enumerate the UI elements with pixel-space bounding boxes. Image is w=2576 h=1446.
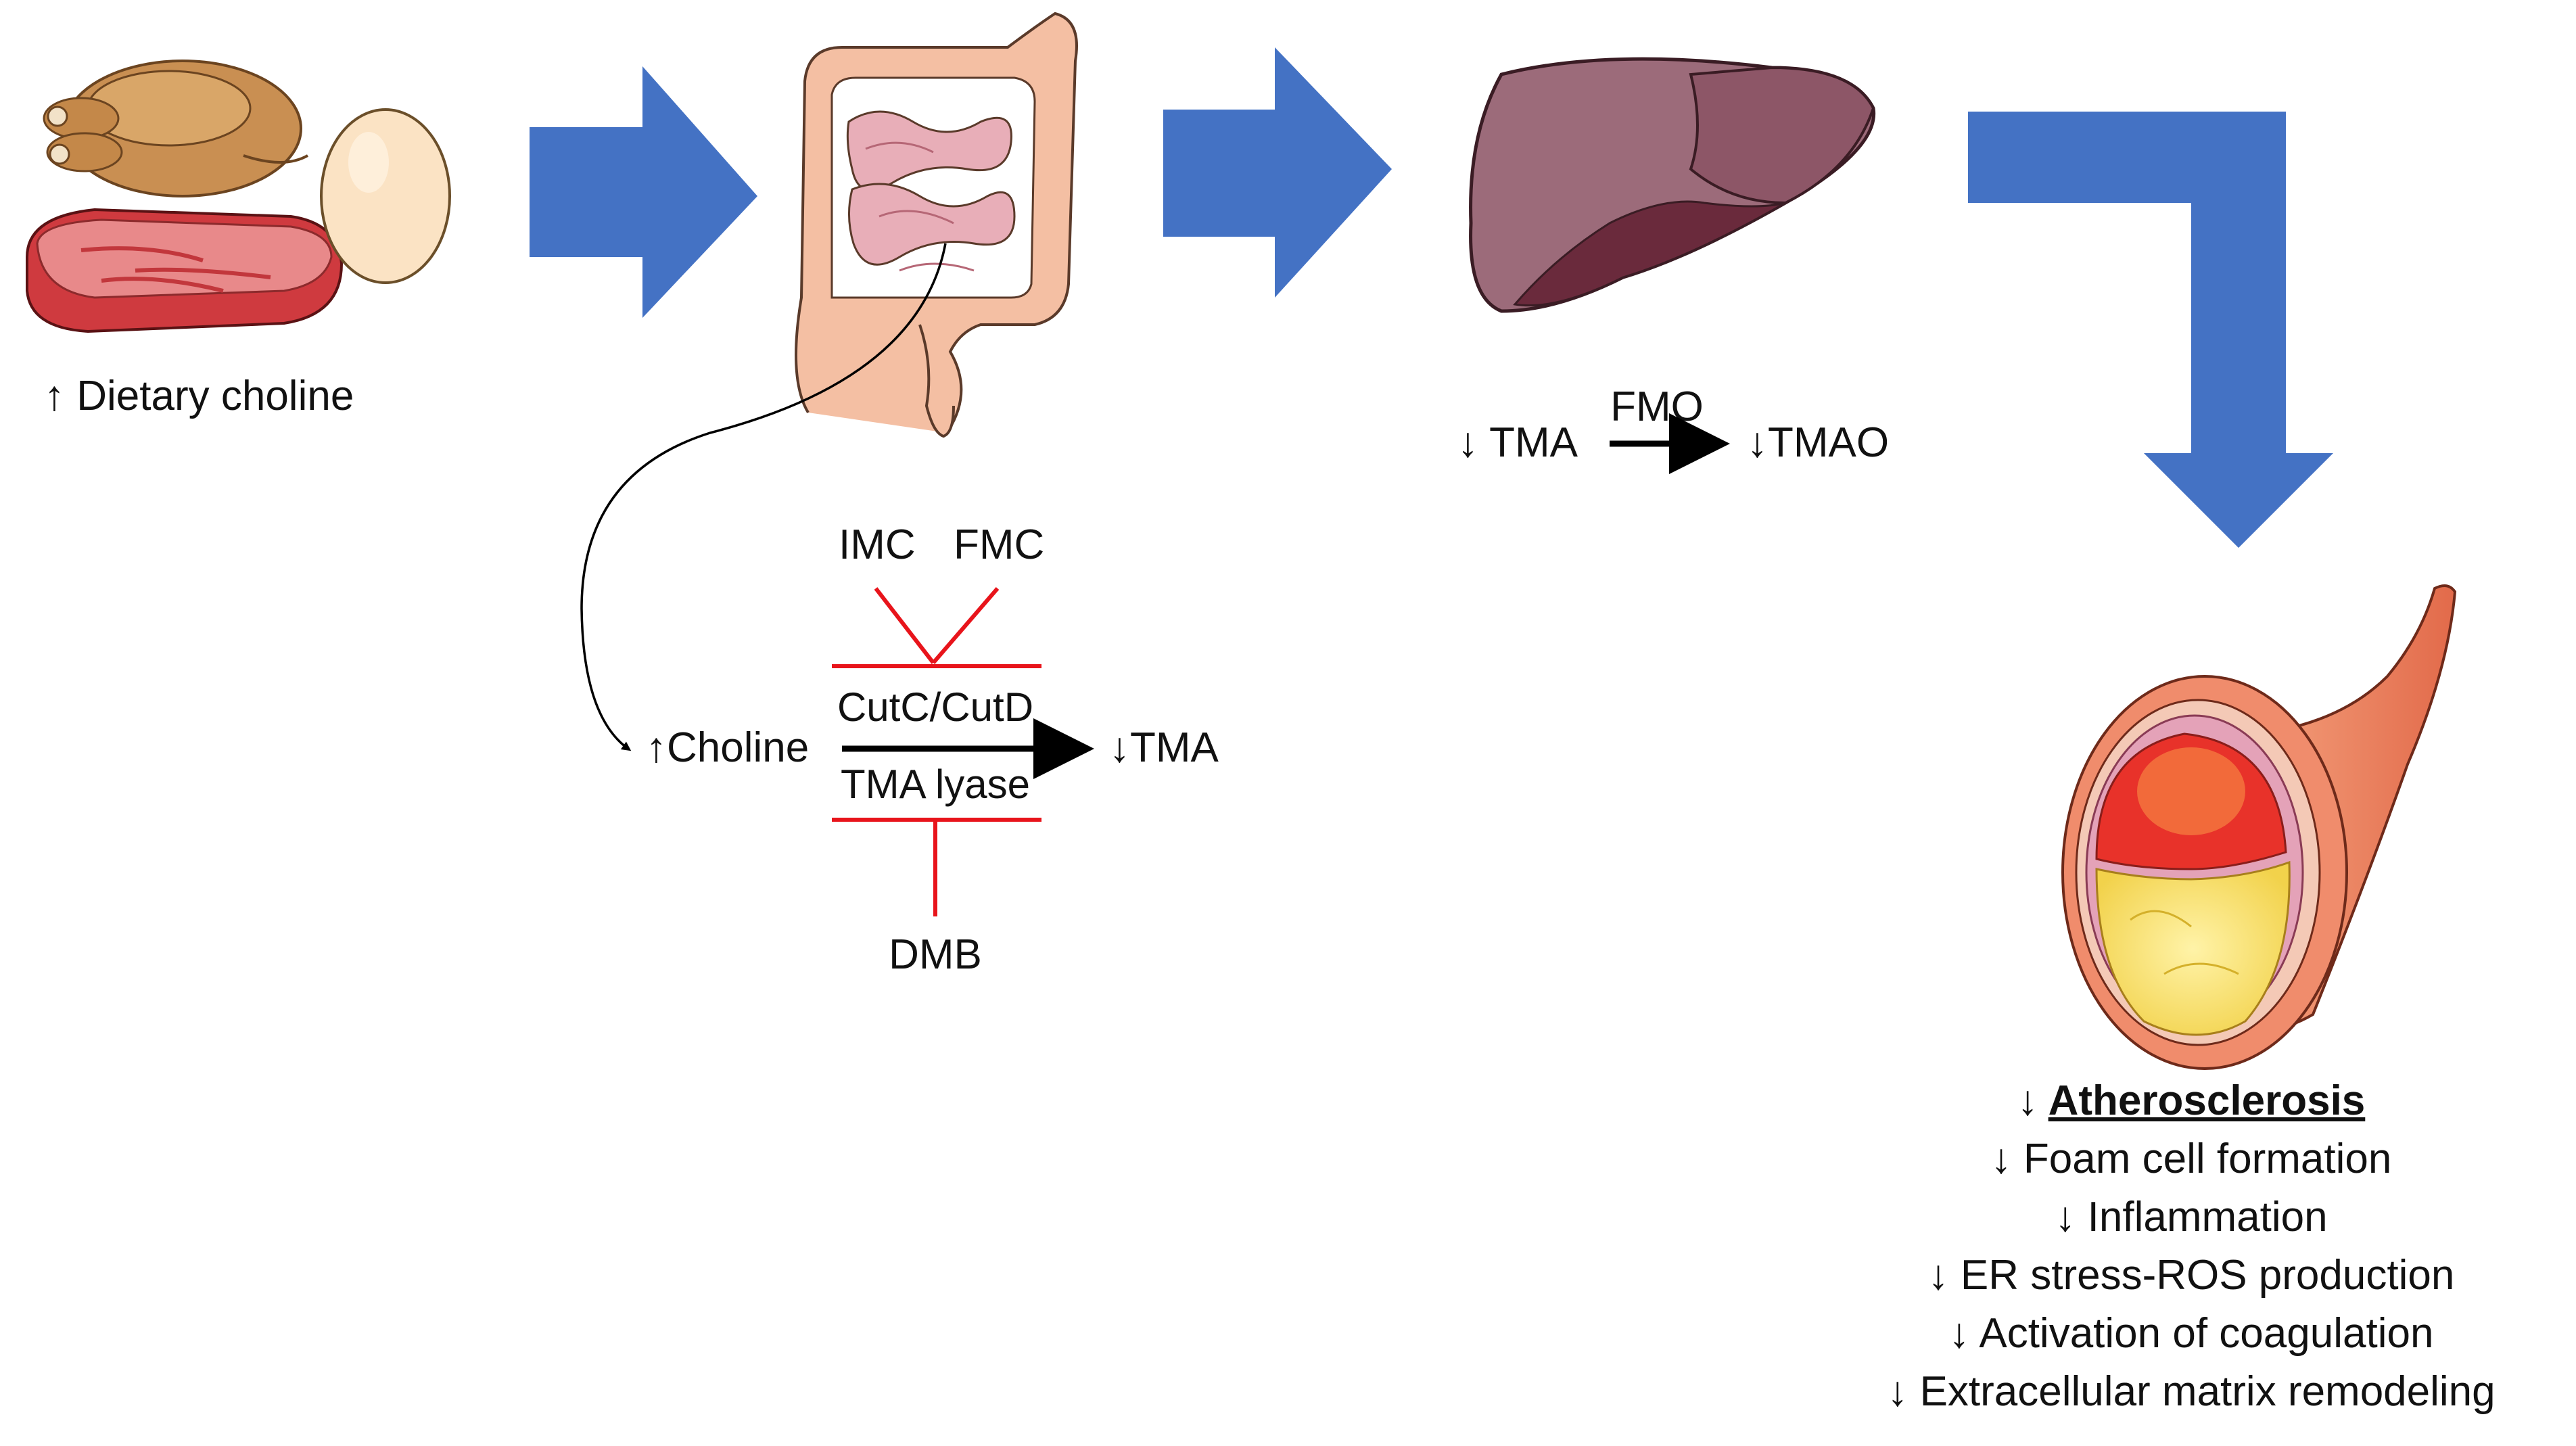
egg-icon (320, 108, 451, 284)
liver-reaction: ↓ TMA FMO ↓TMAO (1457, 383, 1889, 474)
liver-product-tmao-label: ↓TMAO (1747, 419, 1889, 466)
liver-enzyme-fmo-label: FMO (1610, 383, 1704, 430)
red-meat-icon (26, 208, 344, 333)
effect-ecm-remodeling: ↓ Extracellular matrix remodeling (1887, 1368, 2496, 1415)
effect-er-stress: ↓ ER stress-ROS production (1927, 1252, 2455, 1299)
substrate-choline-label: ↑Choline (646, 724, 809, 771)
flow-arrow-1 (530, 66, 757, 318)
liver-substrate-tma-label: ↓ TMA (1457, 419, 1578, 466)
enzyme-tma-lyase-label: TMA lyase (841, 762, 1030, 807)
gut-to-choline-arrow (580, 243, 947, 751)
dietary-choline-label: ↑ Dietary choline (44, 373, 354, 419)
roast-chicken-icon (43, 60, 308, 197)
atherosclerotic-artery-icon (2061, 584, 2457, 1070)
effect-inflammation: ↓ Inflammation (2055, 1194, 2328, 1240)
enzyme-cutc-cutd-label: CutC/CutD (837, 684, 1033, 730)
food-group: ↑ Dietary choline (26, 60, 451, 419)
intestine-icon (795, 11, 1078, 438)
flow-arrow-3 (1968, 112, 2333, 548)
imc-inhibition-line (874, 587, 935, 664)
outcome-title: Atherosclerosis (2048, 1077, 2366, 1124)
effect-foam-cell: ↓ Foam cell formation (1990, 1136, 2392, 1182)
inhibitor-dmb-label: DMB (889, 931, 982, 978)
flow-arrow-2 (1163, 47, 1392, 298)
product-tma-label: ↓TMA (1109, 724, 1219, 771)
outcome-arrow: ↓ (2017, 1077, 2038, 1124)
gut-pathway: IMC FMC CutC/CutD ↑Choline ↓TMA TMA lyas… (646, 521, 1219, 978)
fmc-inhibition-line (931, 587, 1000, 664)
effect-coagulation: ↓ Activation of coagulation (1948, 1310, 2434, 1357)
inhibitor-imc-label: IMC (839, 521, 916, 568)
liver-icon (1469, 57, 1876, 313)
outcomes-list: ↓ Atherosclerosis ↓ Foam cell formation … (1853, 1072, 2529, 1421)
inhibitor-fmc-label: FMC (954, 521, 1044, 568)
outcome-title-row: ↓ Atherosclerosis (1853, 1072, 2529, 1130)
